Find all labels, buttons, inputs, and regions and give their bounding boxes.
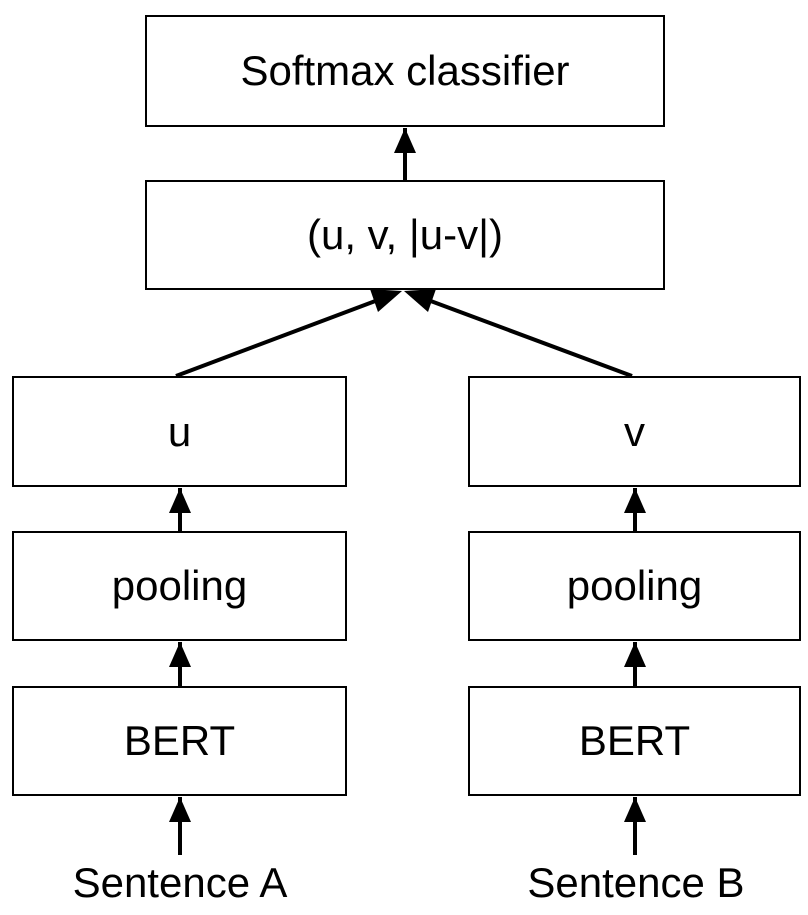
u-node: u [12, 376, 347, 487]
v-node: v [468, 376, 801, 487]
arrowhead-pooling-b-to-v [624, 488, 646, 513]
arrowhead-sentence-a-to-bert-a [169, 797, 191, 822]
pooling-b-node: pooling [468, 531, 801, 641]
bert-a-node: BERT [12, 686, 347, 796]
arrowhead-bert-a-to-pooling-a [169, 642, 191, 667]
softmax-classifier-node: Softmax classifier [145, 15, 665, 127]
pooling-a-label: pooling [111, 562, 248, 609]
pooling-a-node: pooling [12, 531, 347, 641]
arrowhead-u-to-concat [370, 289, 402, 312]
edge-v-to-concat [427, 298, 633, 378]
u-label: u [167, 407, 192, 455]
arrowhead-v-to-concat [404, 289, 436, 312]
bert-b-node: BERT [468, 686, 801, 796]
arrowhead-pooling-a-to-u [169, 488, 191, 513]
v-label: v [624, 407, 645, 455]
arrowhead-sentence-b-to-bert-b [624, 797, 646, 822]
sentence-b-label: Sentence B [527, 859, 745, 906]
pooling-b-label: pooling [566, 562, 703, 609]
softmax-classifier-label: Softmax classifier [240, 47, 570, 94]
concat-label: (u, v, |u-v|) [306, 211, 504, 258]
bert-b-label: BERT [578, 717, 691, 764]
arrowhead-concat-to-softmax [394, 128, 416, 153]
bert-a-label: BERT [123, 717, 236, 764]
edge-u-to-concat [175, 298, 379, 378]
arrowhead-bert-b-to-pooling-b [624, 642, 646, 667]
sentence-a-label: Sentence A [72, 859, 288, 906]
concat-node: (u, v, |u-v|) [145, 180, 665, 290]
